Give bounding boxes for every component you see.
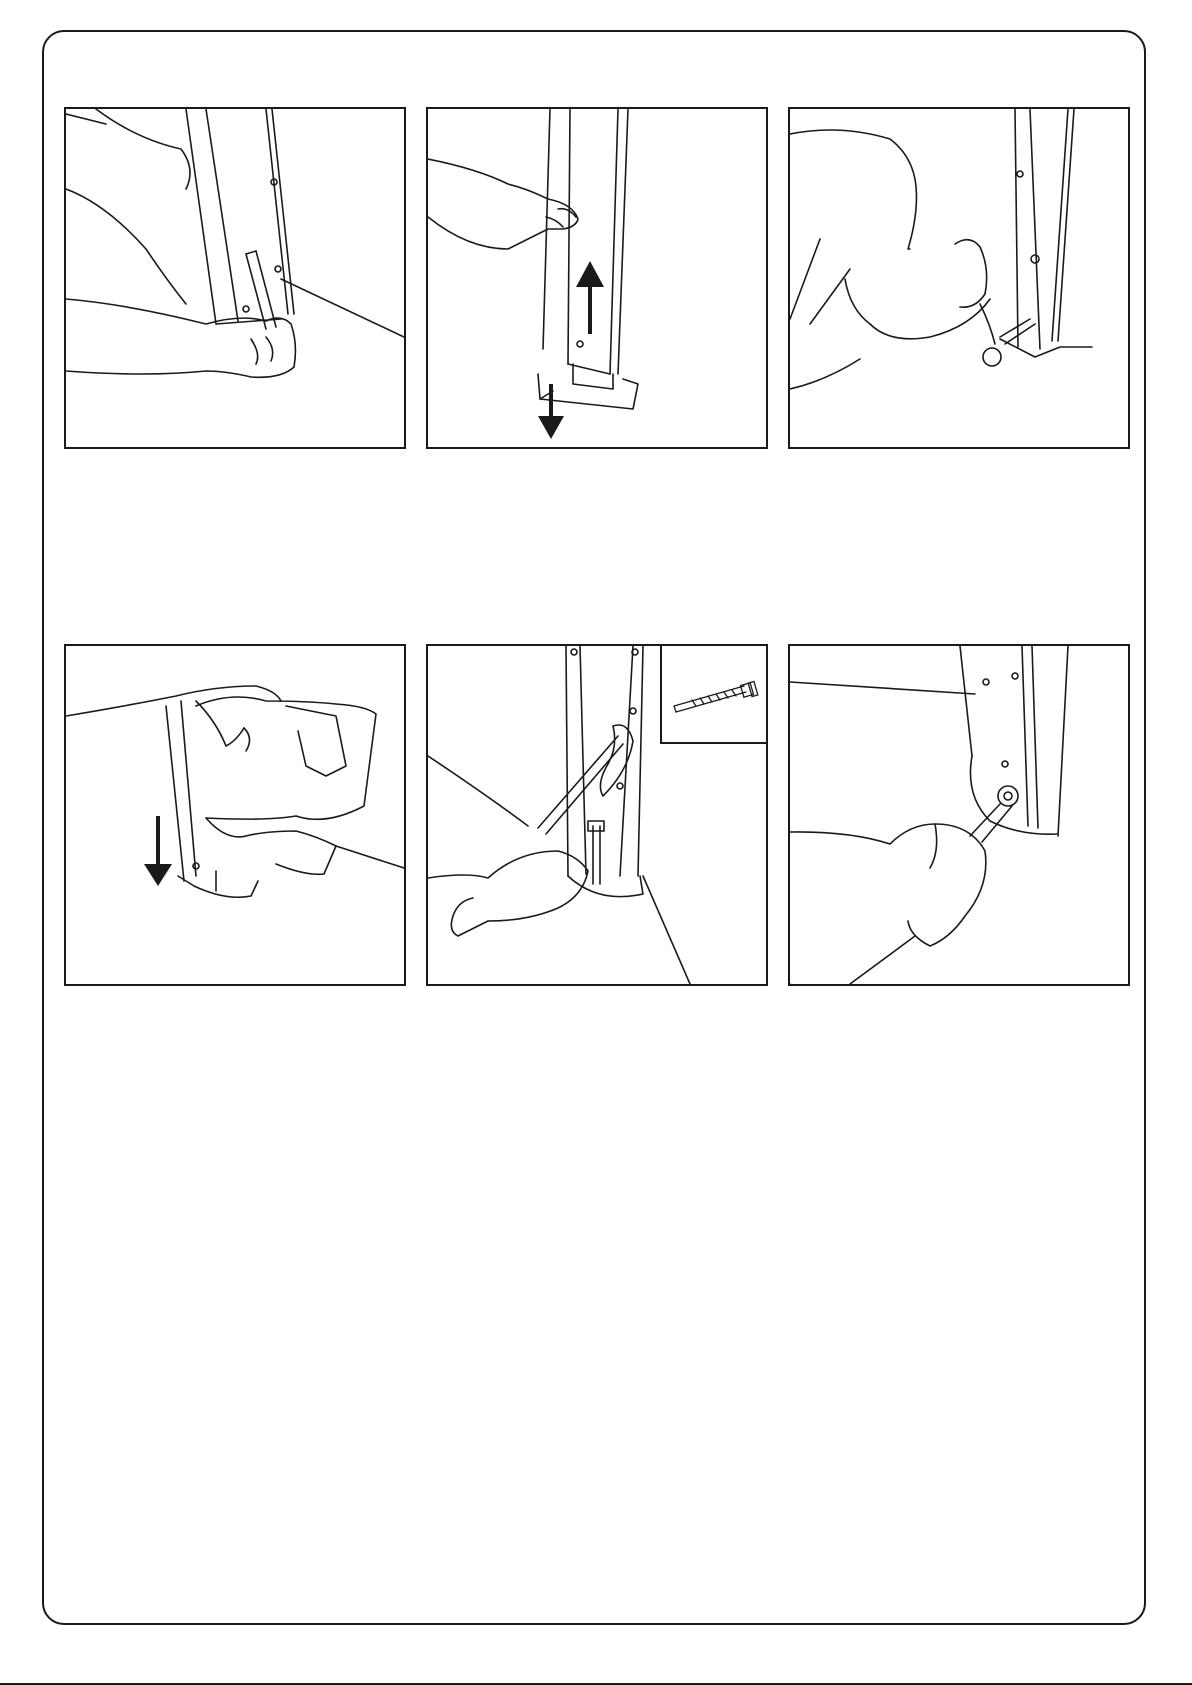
illustration-step-5 [426, 644, 768, 986]
arrow-up-icon [576, 261, 604, 334]
lifting-upright-illustration [428, 109, 766, 447]
drilling-floor-illustration [790, 109, 1128, 447]
anchor-bolt-inset [660, 646, 766, 744]
illustration-step-2 [426, 107, 768, 449]
illustration-step-6 [788, 644, 1130, 986]
tightening-bolt-illustration [790, 646, 1128, 984]
arrow-down-icon [538, 384, 564, 439]
illustration-step-4 [64, 644, 406, 986]
drilling-foot-plate-illustration [66, 646, 404, 984]
anchor-bolt-detail-icon [662, 646, 766, 742]
arrow-down-icon [144, 816, 172, 886]
illustration-step-3 [788, 107, 1130, 449]
pencil-marking-illustration [66, 109, 404, 447]
illustration-step-1 [64, 107, 406, 449]
